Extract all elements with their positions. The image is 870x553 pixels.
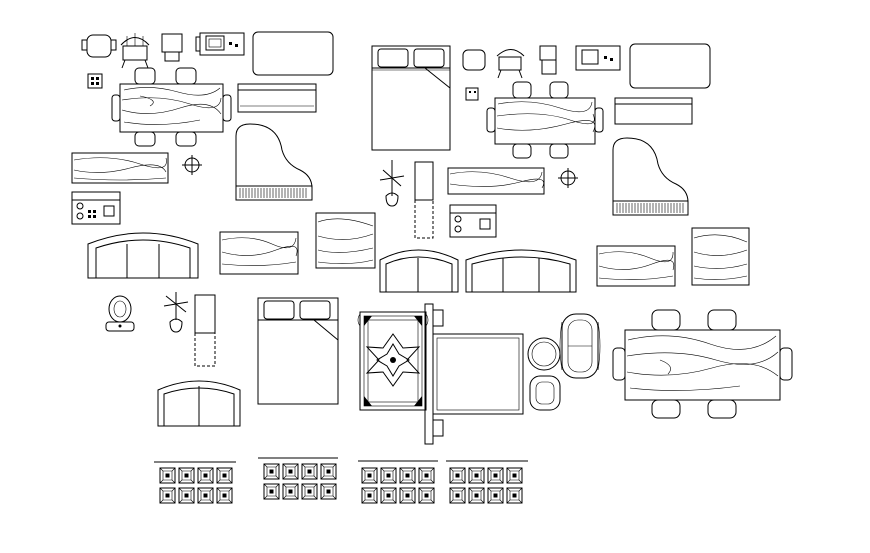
floor-lamp-1 — [379, 160, 405, 207]
loveseat-ornate — [559, 313, 601, 379]
kitchen-stove-2 — [449, 204, 497, 238]
pendant-lamp-grid-1 — [159, 467, 233, 504]
tv-cabinet-1 — [237, 83, 317, 113]
small-chair-block — [81, 34, 117, 58]
wood-panel-2 — [447, 167, 545, 195]
desk-with-computer-2 — [575, 45, 621, 71]
armchair-sofa-small — [157, 380, 241, 427]
grand-piano-1 — [235, 123, 313, 201]
side-cabinet-2 — [194, 294, 216, 367]
stove-icon-small — [87, 73, 103, 89]
office-chair-block — [161, 33, 183, 62]
desk-with-computer — [195, 32, 245, 56]
three-seat-sofa-1 — [87, 232, 199, 279]
grand-piano-2 — [612, 137, 689, 216]
dining-table-1 — [111, 67, 232, 147]
stove-icon-small-2 — [465, 87, 479, 101]
pendant-lamp-row-3 — [358, 460, 438, 504]
office-chair-block-2 — [539, 45, 557, 75]
windsor-chair-block — [120, 33, 150, 69]
small-chair-block-2 — [462, 49, 486, 71]
side-cabinet-1 — [414, 161, 434, 239]
toilet-1 — [105, 295, 135, 332]
pendant-lamp-row-2 — [258, 457, 338, 500]
three-seat-sofa-3 — [465, 249, 577, 293]
pendant-lamp-row-4 — [446, 460, 528, 504]
double-bed-1 — [371, 45, 451, 151]
kitchen-stove-1 — [71, 191, 121, 225]
persian-rug — [357, 311, 429, 411]
armchair-1 — [529, 375, 561, 411]
ottoman-block-2 — [629, 43, 711, 89]
double-bed-2 — [257, 297, 339, 405]
wood-panel-5 — [596, 245, 676, 287]
tv-cabinet-2 — [614, 97, 693, 125]
round-side-table-1 — [182, 155, 202, 175]
wood-panel-3 — [219, 231, 299, 275]
ottoman-block — [252, 31, 334, 76]
double-bed-3 — [424, 303, 524, 445]
windsor-chair-block-2 — [496, 49, 525, 79]
wood-panel-6 — [691, 227, 750, 286]
wood-panel-4 — [315, 212, 376, 269]
wood-panel-1 — [71, 152, 169, 184]
three-seat-sofa-2 — [379, 249, 459, 293]
dining-table-2 — [486, 81, 604, 159]
piano-keys-1 — [239, 188, 307, 198]
round-table — [527, 337, 561, 371]
floor-lamp-2 — [163, 292, 189, 333]
dining-table-3 — [612, 309, 793, 419]
round-side-table-2 — [558, 168, 578, 188]
